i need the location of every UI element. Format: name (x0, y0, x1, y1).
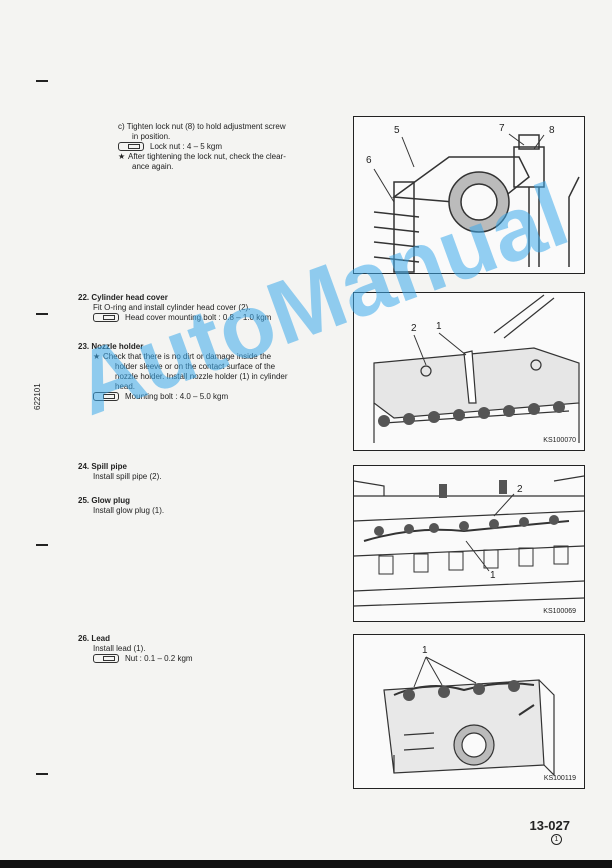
step-c-text: in position. (132, 132, 171, 141)
step-title: 23. Nozzle holder (78, 342, 144, 351)
torque-spec: Lock nut : 4 – 5 kgm (150, 142, 223, 151)
torque-spec: Head cover mounting bolt : 0.8 – 1.0 kgm (125, 313, 272, 322)
torque-wrench-icon (93, 392, 119, 402)
callout-5: 5 (394, 125, 400, 136)
callout-1: 1 (436, 321, 442, 332)
figure-lead: 1 KS100119 (353, 634, 585, 789)
star-icon: ★ (93, 352, 101, 361)
figure-code: KS100069 (543, 608, 576, 615)
revision-mark: 1 (551, 834, 562, 845)
step-23: 23. Nozzle holder ★Check that there is n… (78, 342, 340, 402)
step-text: Fit O-ring and install cylinder head cov… (93, 303, 251, 312)
margin-mark (36, 313, 48, 315)
margin-mark (36, 773, 48, 775)
torque-spec: Mounting bolt : 4.0 – 5.0 kgm (125, 392, 229, 401)
figure-rocker-arm: 5 6 7 8 (353, 116, 585, 274)
note-text: head. (115, 382, 136, 391)
note-text: nozzle holder. Install nozzle holder (1)… (115, 372, 288, 381)
step-title: 25. Glow plug (78, 496, 131, 505)
callout-1: 1 (490, 570, 496, 581)
page-number: 13-027 (529, 818, 570, 833)
star-icon: ★ (118, 152, 126, 161)
note-text: holder sleeve or on the contact surface … (115, 362, 276, 371)
step-25: 25. Glow plug Install glow plug (1). (78, 496, 318, 516)
step-text: Install glow plug (1). (93, 506, 165, 515)
figure-nozzle-holder: 2 1 KS100070 (353, 292, 585, 451)
torque-wrench-icon (118, 142, 144, 152)
lead-illustration (383, 656, 555, 777)
step-title: 22. Cylinder head cover (78, 293, 168, 302)
step-title: 24. Spill pipe (78, 462, 127, 471)
figure-code: KS100119 (543, 775, 576, 782)
note-text: Check that there is no dirt or damage in… (103, 352, 272, 361)
callout-2: 2 (517, 484, 523, 495)
figure-spill-pipe: 2 1 KS100069 (353, 465, 585, 622)
step-text: Install spill pipe (2). (93, 472, 162, 481)
callout-7: 7 (499, 123, 505, 134)
torque-wrench-icon (93, 313, 119, 323)
torque-wrench-icon (93, 654, 119, 664)
rocker-arm-illustration (373, 133, 580, 273)
bottom-bar (0, 860, 612, 868)
margin-mark (36, 544, 48, 546)
note-text: After tightening the lock nut, check the… (128, 152, 286, 161)
spill-pipe-illustration (354, 475, 584, 607)
callout-2: 2 (411, 323, 417, 334)
cylinder-head-illustration (373, 294, 580, 443)
figure-code: KS100070 (543, 437, 576, 444)
callout-1: 1 (422, 645, 428, 656)
step-c: c) Tighten lock nut (8) to hold adjustme… (118, 122, 338, 172)
step-26: 26. Lead Install lead (1). Nut : 0.1 – 0… (78, 634, 318, 664)
callout-6: 6 (366, 155, 372, 166)
step-c-text: c) Tighten lock nut (8) to hold adjustme… (118, 122, 286, 131)
step-title: 26. Lead (78, 634, 111, 643)
callout-8: 8 (549, 125, 555, 136)
step-24: 24. Spill pipe Install spill pipe (2). (78, 462, 318, 482)
side-code: 622101 (33, 383, 42, 410)
torque-spec: Nut : 0.1 – 0.2 kgm (125, 654, 193, 663)
step-22: 22. Cylinder head cover Fit O-ring and i… (78, 293, 338, 323)
margin-mark (36, 80, 48, 82)
note-text: ance again. (132, 162, 174, 171)
step-text: Install lead (1). (93, 644, 146, 653)
